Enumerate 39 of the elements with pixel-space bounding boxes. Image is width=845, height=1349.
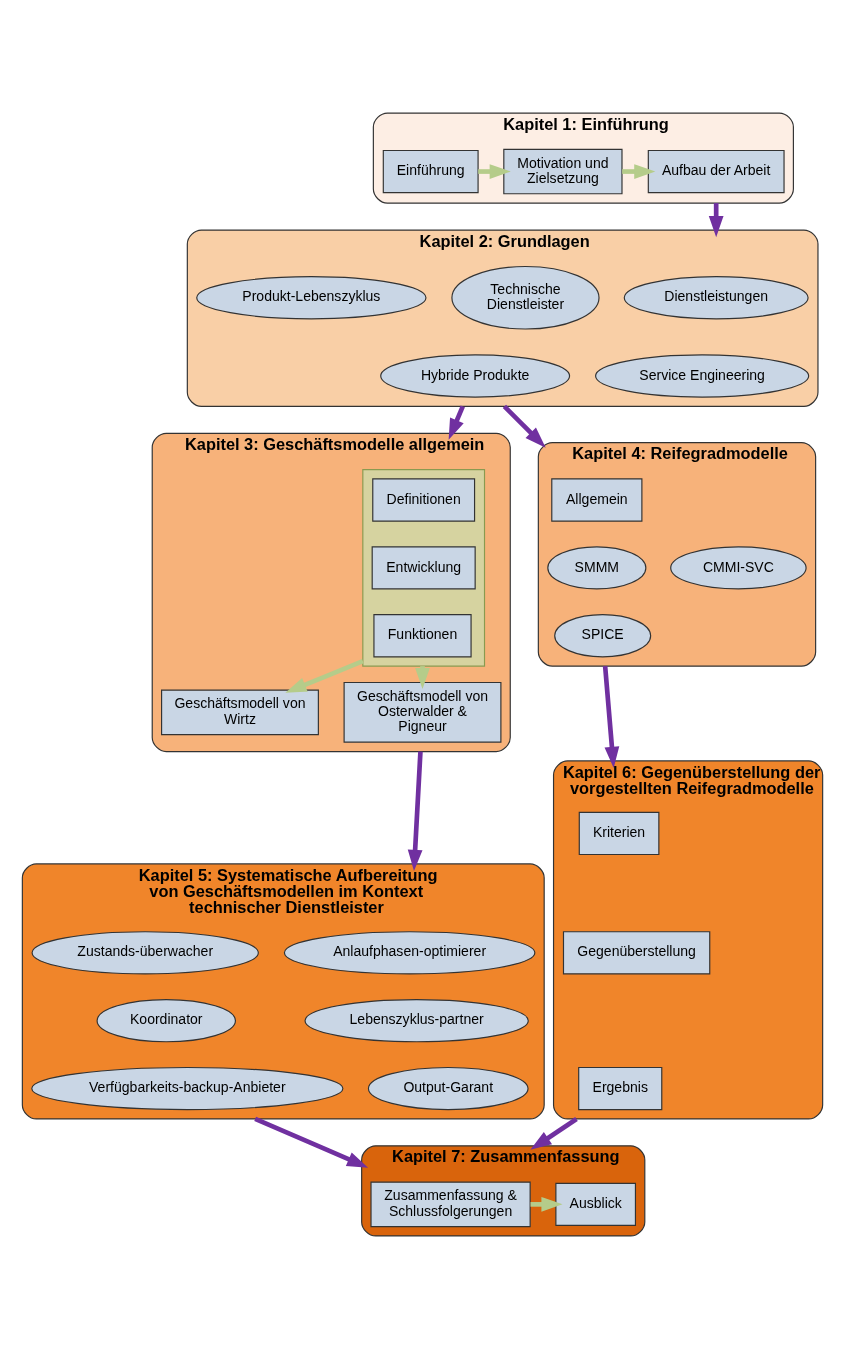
node-box: Geschäftsmodell von Osterwalder & Pigneur xyxy=(343,681,502,743)
node-box: Gegenüberstellung xyxy=(562,931,711,975)
node-box: Allgemein xyxy=(551,478,643,522)
node-box: Einführung xyxy=(382,149,479,194)
node-box: Ausblick xyxy=(555,1182,637,1226)
node-ellipse: Lebenszyklus-partner xyxy=(304,999,529,1043)
arrow xyxy=(502,404,546,448)
node-ellipse: Zustands-überwacher xyxy=(31,931,259,975)
node-box: Geschäftsmodell von Wirtz xyxy=(161,689,319,736)
node-ellipse: Dienstleistungen xyxy=(623,276,809,320)
node-box: Zusammenfassung & Schlussfolgerungen xyxy=(370,1181,531,1228)
node-box: Definitionen xyxy=(372,478,476,522)
node-ellipse: Output-Garant xyxy=(367,1066,529,1111)
arrow xyxy=(602,665,620,768)
arrow xyxy=(708,203,724,238)
arrow xyxy=(285,659,364,693)
node-ellipse: Service Engineering xyxy=(595,354,810,398)
node-ellipse: Produkt-Lebenszyklus xyxy=(196,276,427,320)
node-ellipse: SPICE xyxy=(554,614,652,658)
node-ellipse: Anlaufphasen-optimierer xyxy=(283,931,536,975)
arrow xyxy=(530,1196,563,1212)
arrow xyxy=(478,164,511,179)
node-ellipse: SMMM xyxy=(547,546,647,590)
node-box: Aufbau der Arbeit xyxy=(647,149,785,194)
node-ellipse: Verfügbarkeits-backup-Anbieter xyxy=(31,1066,344,1111)
cluster xyxy=(362,469,486,667)
node-box: Kriterien xyxy=(578,811,660,856)
arrow xyxy=(622,164,656,179)
node-box: Ergebnis xyxy=(578,1066,663,1111)
arrow xyxy=(407,751,423,871)
node-box: Funktionen xyxy=(373,614,472,658)
arrow xyxy=(530,1117,578,1150)
node-box: Motivation und Zielsetzung xyxy=(503,148,623,195)
node-ellipse: Hybride Produkte xyxy=(380,354,571,398)
arrow xyxy=(254,1116,369,1168)
node-ellipse: Koordinator xyxy=(96,999,237,1043)
node-ellipse: CMMI-SVC xyxy=(670,546,807,590)
node-box: Entwicklung xyxy=(371,546,476,590)
node-ellipse: Technische Dienstleister xyxy=(451,265,600,330)
